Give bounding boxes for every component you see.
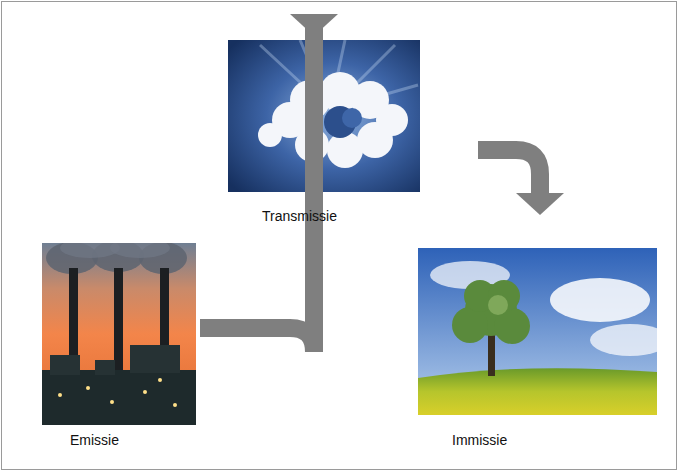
photo-node: Immissie xyxy=(416,215,660,458)
photo-detail xyxy=(58,393,62,397)
photo-detail xyxy=(452,307,488,343)
cloud-photo xyxy=(228,40,420,192)
photo-detail xyxy=(228,40,420,192)
photo-detail xyxy=(590,324,657,356)
photo-detail xyxy=(158,378,162,382)
photo-detail xyxy=(110,243,170,258)
photo-detail xyxy=(50,355,80,375)
photo-detail xyxy=(258,123,282,147)
node-label: Emissie xyxy=(70,432,119,448)
photo-detail xyxy=(130,345,180,373)
photo-detail xyxy=(488,330,495,376)
factory-photo xyxy=(42,243,196,425)
photo-detail xyxy=(110,400,114,404)
node-label: Transmissie xyxy=(262,208,337,224)
photo-detail xyxy=(452,280,530,344)
photo-detail xyxy=(143,390,147,394)
photo-detail xyxy=(173,403,177,407)
photo-detail xyxy=(42,243,196,425)
tree-photo xyxy=(418,248,657,415)
arrow-head xyxy=(290,14,338,36)
flow-arrow xyxy=(478,150,564,215)
photo-detail xyxy=(418,368,657,415)
arrow-head xyxy=(516,193,564,215)
photo-node: Emissie xyxy=(40,214,200,458)
photo-detail xyxy=(342,108,362,128)
photo-node: Transmissie xyxy=(190,36,478,228)
photo-detail xyxy=(42,370,196,425)
photo-detail xyxy=(488,295,508,315)
photo-detail xyxy=(95,360,115,375)
photo-detail xyxy=(327,132,363,168)
photo-detail xyxy=(258,72,408,168)
arrow-shaft xyxy=(478,150,540,194)
photo-detail xyxy=(550,278,650,322)
arrow-shaft xyxy=(200,15,314,352)
photo-detail xyxy=(86,386,90,390)
node-label: Immissie xyxy=(452,432,507,448)
flow-arrow xyxy=(200,14,338,352)
